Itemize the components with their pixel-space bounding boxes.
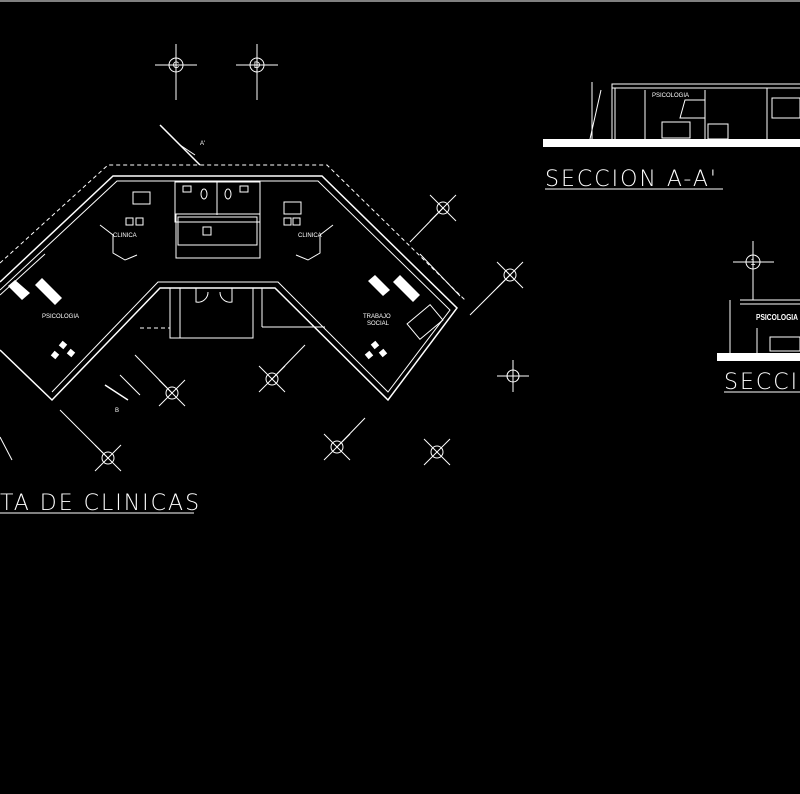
section-mark-b-label: B [115, 408, 119, 414]
section-mark-b [104, 384, 129, 401]
sink-icon [239, 185, 249, 193]
grid-bubble [423, 438, 451, 466]
floor-plan: CLINICA CLINICA PSICOLOGIA TRABAJO SOCIA… [0, 124, 466, 414]
roof-outline [0, 164, 466, 301]
toilet-icon [224, 188, 232, 200]
entry-doors [195, 288, 233, 303]
sink-icon [182, 185, 192, 193]
service-room [175, 213, 261, 259]
section-2: 1 PSICOLOGIA [717, 241, 800, 361]
section-2-title: SECCIO [724, 370, 800, 395]
section-aa-title: SECCION A-A' [545, 167, 718, 192]
grid-bubble [0, 436, 13, 461]
plan-title: TA DE CLINICAS [0, 491, 201, 516]
section-mark-a-label: A' [200, 141, 205, 147]
grid-bubble [497, 360, 529, 392]
section-aa: PSICOLOGIA [543, 82, 800, 147]
sofa [661, 121, 691, 139]
grid-bubble [59, 409, 122, 472]
svg-text:1: 1 [750, 257, 755, 267]
toilet-icon [202, 226, 212, 236]
ground-slab [717, 353, 800, 361]
room-label-trabajo-social-1: TRABAJO [363, 314, 391, 320]
outer-wall [0, 175, 458, 402]
section-aa-room-label: PSICOLOGIA [652, 93, 689, 99]
room-label-clinica-right: CLINICA [298, 233, 322, 239]
svg-text:C: C [173, 60, 180, 70]
svg-text:D: D [254, 60, 261, 70]
drawer [707, 123, 729, 140]
room-label-clinica-left: CLINICA [113, 233, 137, 239]
grid-bubble-c: C [155, 44, 197, 100]
room-label-trabajo-social-2: SOCIAL [367, 321, 390, 327]
ground-slab [543, 139, 800, 147]
toilet-icon [200, 188, 208, 200]
grid-bubble [323, 417, 366, 461]
room-label-psicologia: PSICOLOGIA [42, 314, 79, 320]
desk-right [283, 201, 302, 215]
grid-bubble [469, 261, 524, 316]
inner-wall [0, 180, 451, 393]
desk-left [132, 191, 151, 205]
grid-bubble-d: D [236, 44, 278, 100]
section-2-room-label: PSICOLOGIA [756, 313, 798, 322]
grid-bubble [258, 344, 306, 393]
sofa-right [393, 275, 420, 302]
grid-bubble [134, 354, 186, 407]
grid-bubbles: C D [0, 44, 529, 472]
sofa-left [35, 278, 62, 305]
grid-bubble [409, 194, 457, 243]
